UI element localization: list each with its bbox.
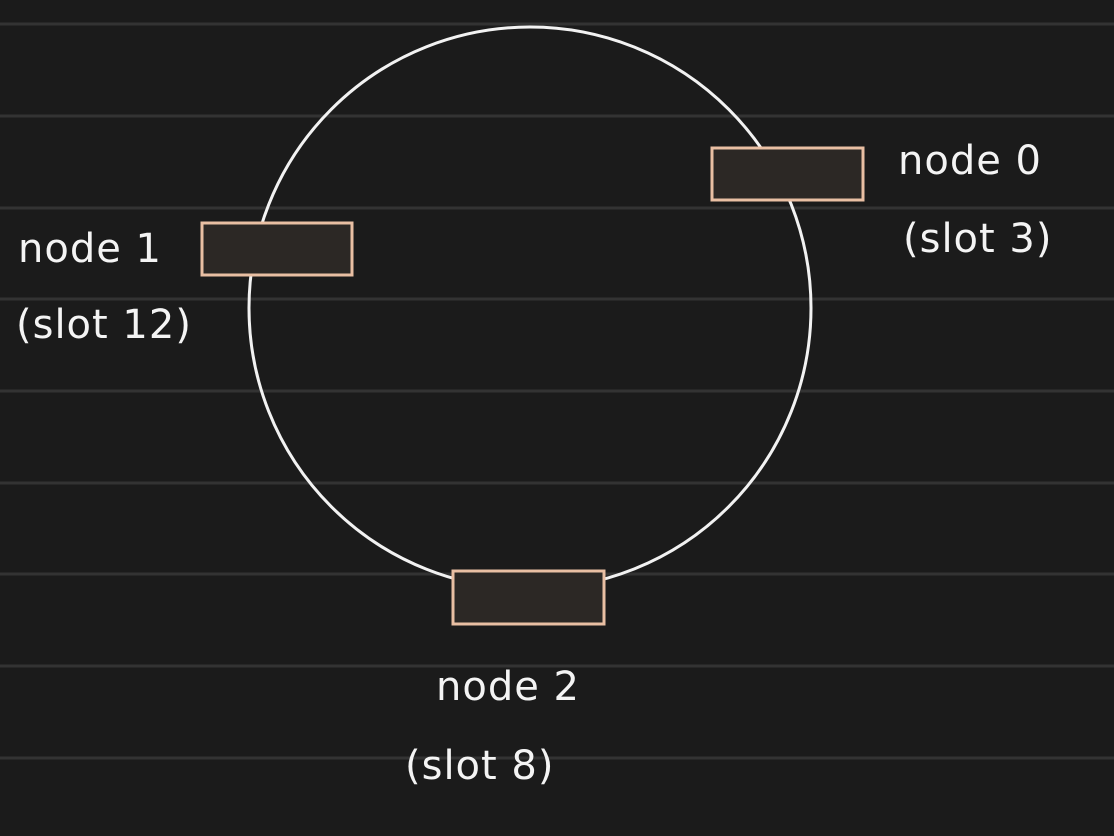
node-0-slot: (slot 3) xyxy=(903,216,1052,262)
node-2: node 2 (slot 8) xyxy=(405,569,606,789)
node-2-slot: (slot 8) xyxy=(405,743,554,789)
node-1-label: node 1 xyxy=(18,226,162,272)
node-1: node 1 (slot 12) xyxy=(16,221,354,348)
ruled-lines xyxy=(0,22,1114,760)
node-1-box xyxy=(200,221,354,277)
node-0-box xyxy=(710,146,865,202)
node-2-box xyxy=(451,569,606,626)
node-1-slot: (slot 12) xyxy=(16,302,192,348)
node-2-label: node 2 xyxy=(436,664,580,710)
hash-ring xyxy=(247,25,813,591)
node-0: node 0 (slot 3) xyxy=(710,138,1052,262)
node-0-label: node 0 xyxy=(898,138,1042,184)
